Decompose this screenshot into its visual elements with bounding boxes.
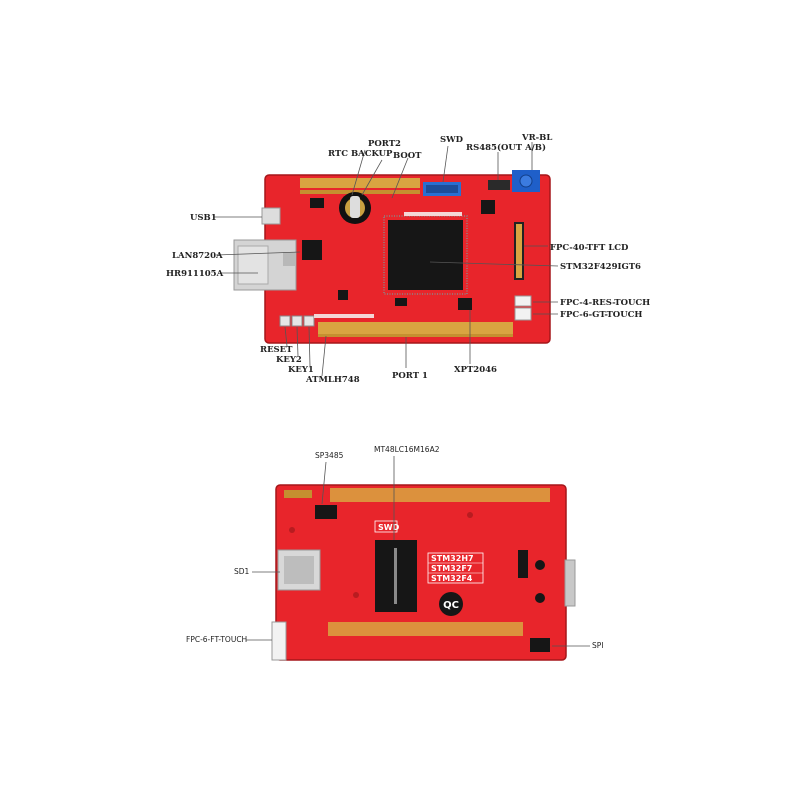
label-lan8720a: LAN8720A (172, 251, 223, 261)
port1-header (318, 322, 513, 337)
stm32f429-chip (388, 220, 463, 290)
label-boot: BOOT (393, 151, 422, 161)
rs485-terminal (488, 180, 510, 190)
label-fpc6gt: FPC-6-GT-TOUCH (560, 310, 642, 320)
bottom-top-header (330, 488, 550, 502)
label-rtc-backup: RTC BACKUP (328, 149, 393, 159)
label-mt48: MT48LC16M16A2 (374, 445, 440, 454)
label-hr911105a: HR911105A (166, 269, 224, 279)
port2-header (300, 178, 420, 194)
label-port2: PORT2 (368, 139, 401, 149)
usb-connector (261, 207, 281, 225)
label-key1: KEY1 (288, 365, 314, 375)
label-atmlh748: ATMLH748 (305, 375, 360, 385)
label-fpc40: FPC-40-TFT LCD (550, 243, 629, 253)
label-swd: SWD (440, 135, 464, 145)
silk-swd: SWD (378, 523, 400, 532)
label-xpt2046: XPT2046 (454, 365, 497, 375)
bottom-pcb (276, 485, 566, 660)
label-sd1: SD1 (234, 567, 250, 576)
label-stm32f429: STM32F429IGT6 (560, 262, 641, 272)
label-vr-bl: VR-BL (521, 133, 552, 143)
label-reset: RESET (260, 345, 293, 355)
qc-text: QC (443, 600, 459, 611)
label-spi: SPI (592, 641, 604, 650)
fpc6gt-connector (514, 307, 532, 321)
key1-button (303, 315, 315, 327)
label-sp3485: SP3485 (315, 451, 344, 460)
fpc4-connector (514, 295, 532, 307)
top-board: PORT2 RTC BACKUP BOOT SWD RS485(OUT A/B)… (166, 133, 650, 385)
bottom-board: SWD STM32H7 STM32F7 STM32F4 QC (186, 445, 604, 661)
label-key2: KEY2 (276, 355, 302, 365)
silk-stm32f7: STM32F7 (431, 564, 472, 573)
qc-sticker (439, 592, 463, 616)
label-port1: PORT 1 (392, 371, 428, 381)
spi-flash-chip (530, 638, 550, 652)
label-fpc4: FPC-4-RES-TOUCH (560, 298, 650, 308)
key2-button (291, 315, 303, 327)
stm32-silk-box (427, 552, 484, 584)
bottom-lower-header (328, 622, 523, 636)
label-usb1: USB1 (190, 213, 217, 223)
silk-stm32f4: STM32F4 (431, 574, 473, 583)
fpc6ft-connector (271, 621, 287, 661)
reset-button (279, 315, 291, 327)
label-rs485: RS485(OUT A/B) (466, 142, 546, 153)
label-fpc6ft: FPC-6-FT-TOUCH (186, 635, 247, 644)
silk-stm32h7: STM32H7 (431, 554, 474, 563)
lan8720a-chip (302, 240, 322, 260)
sp3485-chip (315, 505, 337, 519)
